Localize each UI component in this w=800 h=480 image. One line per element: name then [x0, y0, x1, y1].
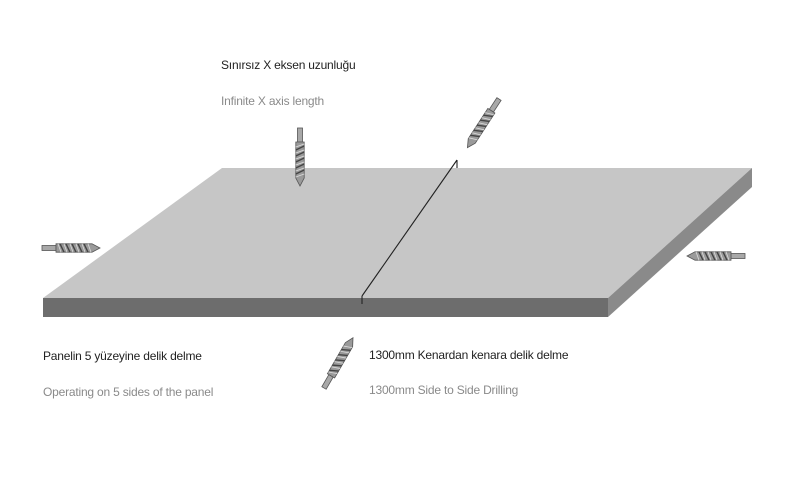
drill-bit-icon	[41, 243, 101, 253]
side-to-side-label-tr: 1300mm Kenardan kenara delik delme	[369, 348, 569, 362]
drill-bit-icon	[295, 127, 305, 187]
drill-bit-icon	[463, 96, 504, 151]
five-sides-label-tr: Panelin 5 yüzeyine delik delme	[43, 349, 202, 363]
panel-side-face	[608, 168, 752, 317]
five-sides-label-en: Operating on 5 sides of the panel	[43, 385, 214, 399]
panel-top-face	[43, 168, 752, 298]
panel	[43, 168, 752, 317]
side-to-side-guide-line	[361, 159, 458, 297]
x-axis-label-en: Infinite X axis length	[221, 94, 324, 108]
panel-front-face	[43, 298, 608, 317]
side-to-side-label-en: 1300mm Side to Side Drilling	[369, 383, 519, 397]
x-axis-label-tr: Sınırsız X eksen uzunluğu	[221, 58, 356, 72]
drill-bit-icon	[686, 251, 746, 261]
drill-bit-icon	[319, 334, 358, 391]
